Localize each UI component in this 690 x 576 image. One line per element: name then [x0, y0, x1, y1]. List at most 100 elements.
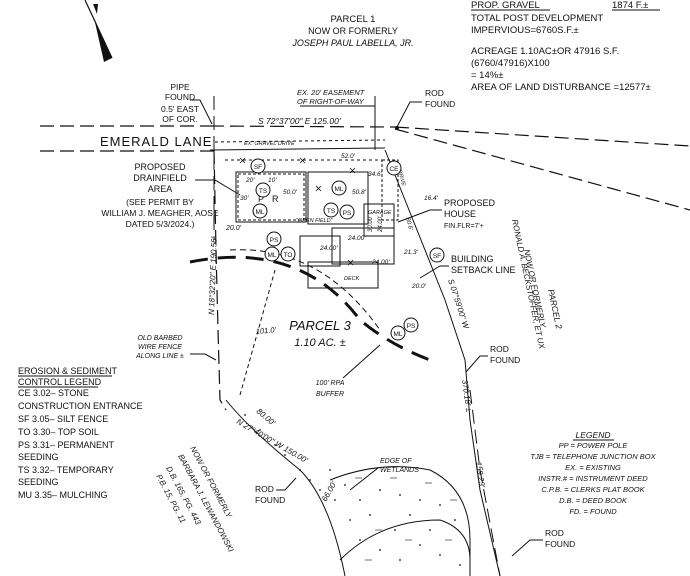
svg-text:CE: CE [389, 166, 399, 173]
mulching-icon: ML [390, 325, 406, 341]
rod-labels: ROD FOUND ROD FOUND ROD FOUND [255, 344, 575, 557]
dim80: 80.00' [255, 407, 278, 428]
garage-dim: 30.00' [368, 215, 374, 232]
rpa-label: 100' RPA BUFFER [316, 344, 381, 398]
silt-fence-icon: SF [429, 247, 445, 263]
bearing-top: S 72°37'00" E 125.00' [258, 116, 341, 126]
acreage: ACREAGE 1.10AC±OR 47916 S.F. [471, 46, 619, 57]
parcel1-label: PARCEL 1 NOW OR FORMERLY JOSEPH PAUL LAB… [291, 14, 413, 48]
rod-mid: ROD [490, 344, 509, 354]
wetlands1: EDGE OF [380, 458, 412, 465]
rod-low-found: FOUND [255, 495, 285, 505]
gravel-value: 1874 F.± [612, 0, 648, 11]
pipe-east: 0.5' EAST [161, 104, 199, 114]
parcel1-line2: NOW OR FORMERLY [308, 26, 398, 36]
es-title2: CONTROL LEGEND [18, 377, 102, 387]
road-lines [40, 96, 690, 240]
dim370: 370.18' ± [460, 379, 474, 413]
top-right-notes: PROP. GRAVEL 1874 F.± TOTAL POST DEVELOP… [471, 0, 660, 93]
parcel1-title: PARCEL 1 [331, 14, 376, 25]
x-marks [239, 157, 356, 266]
rpa2: BUFFER [316, 391, 344, 398]
permanent-seeding-icon: PS [403, 317, 419, 333]
deck: DECK [344, 276, 360, 282]
d20b: 20.0' [225, 225, 242, 232]
permit3: DATED 5/3/2024.) [126, 219, 195, 229]
impervious: IMPERVIOUS=6760S.F.± [471, 25, 579, 36]
wetlands-label: EDGE OF WETLANDS [349, 458, 419, 491]
mulching-icon: ML [331, 180, 347, 196]
fence1: OLD BARBED [137, 335, 182, 342]
disturbance: AREA OF LAND DISTURBANCE =12577± [471, 82, 651, 93]
permanent-seeding-icon: PS [266, 231, 282, 247]
svg-text:ML: ML [267, 252, 276, 259]
temp-seeding-icon: TS [323, 202, 339, 218]
rpa1: 100' RPA [316, 380, 345, 387]
parcel2-3: RONALD A. BECKSTOFFER, ET UX [510, 219, 546, 351]
es-item: CONSTRUCTION ENTRANCE [18, 401, 143, 411]
permanent-seeding-icon: PS [339, 204, 355, 220]
parcel3-label: PARCEL 3 1.10 AC. ± [289, 318, 351, 349]
wetlands-area [225, 399, 471, 576]
house-label: PROPOSED HOUSE FIN.FLR=7'+ BUILDING SETB… [397, 198, 516, 279]
es-item: SEEDING [18, 452, 59, 462]
right-bearing: S 07°59'00" W [446, 278, 471, 331]
drainfield3: AREA [148, 184, 173, 194]
d20a: 20' [245, 177, 255, 184]
rod-top: ROD [425, 88, 444, 98]
d16: 16.4' [424, 195, 439, 202]
svg-text:ML: ML [393, 331, 402, 338]
ratio: (6760/47916)X100 [471, 58, 550, 69]
house1: PROPOSED [444, 198, 496, 208]
pipe-corner: OF COR. [162, 114, 197, 124]
dim24a: 24.00' [347, 235, 366, 242]
house: GARAGE 30.00' 24.00' 24.00' 24.00' 24.00… [299, 159, 439, 290]
es-item: SEEDING [18, 477, 59, 487]
parcel1-owner: JOSEPH PAUL LABELLA, JR. [291, 38, 413, 48]
dim159: 159.23' [474, 461, 487, 488]
fence3: ALONG LINE ± [135, 353, 184, 360]
fence-label: OLD BARBED WIRE FENCE ALONG LINE ± [135, 335, 217, 361]
house2: HOUSE [444, 209, 476, 219]
drainfield1: PROPOSED [134, 162, 186, 172]
gravel-drive: EX. GRAVEL DRIVE [244, 141, 295, 147]
pipe-found: FOUND [165, 92, 195, 102]
d10: 10' [268, 177, 277, 184]
es-item: MU 3.35– MULCHING [18, 490, 108, 500]
es-item: TO 3.30– TOP SOIL [18, 427, 99, 437]
total-post: TOTAL POST DEVELOPMENT [471, 13, 603, 24]
drive-lbl: DRIVE [396, 169, 406, 187]
dim21: 21.3' [403, 249, 419, 256]
es-item: SF 3.05– SILT FENCE [18, 414, 108, 424]
prop-gravel: PROP. GRAVEL [471, 0, 540, 11]
dim101: 101.0' [255, 325, 276, 336]
dim20c: 20.0' [411, 283, 427, 290]
legend-item: FD. = FOUND [569, 507, 617, 516]
legend-item: TJB = TELEPHONE JUNCTION BOX [530, 452, 656, 461]
easement1: EX. 20' EASEMENT [297, 88, 366, 97]
north-arrow-icon [84, 0, 113, 62]
percent: = 14%± [471, 70, 503, 81]
d52: 52.0' [341, 153, 356, 160]
legend: LEGEND PP = POWER POLE TJB = TELEPHONE J… [530, 430, 656, 516]
pipe-label: PIPE [170, 82, 190, 92]
house3: FIN.FLR=7'+ [444, 223, 484, 230]
silt-fence-icon: SF [250, 158, 266, 174]
es-symbols: SF SF CE TS TS ML ML ML ML PS PS PS TO [250, 158, 445, 341]
es-item: PS 3.31– PERMANENT [18, 440, 115, 450]
legend-item: INSTR.# = INSTRUMENT DEED [538, 474, 648, 483]
svg-text:PS: PS [407, 323, 416, 330]
dim24b: 24.00' [319, 245, 338, 252]
rod-top-found: FOUND [425, 99, 455, 109]
d50a: 50.0' [283, 189, 298, 196]
svg-text:TO: TO [284, 252, 293, 259]
p-label: P [258, 194, 264, 204]
rod-bot: ROD [545, 528, 564, 538]
drainfield: 20' 10' 30' 50.0' 50.8' "OPEN FIELD" 20.… [225, 153, 385, 232]
legend-item: D.B. = DEED BOOK [559, 496, 628, 505]
parcel3-area: 1.10 AC. ± [294, 337, 346, 349]
road-name: EMERALD LANE [100, 134, 212, 149]
open-field: "OPEN FIELD" [296, 218, 334, 224]
topsoil-icon: TO [280, 246, 296, 262]
